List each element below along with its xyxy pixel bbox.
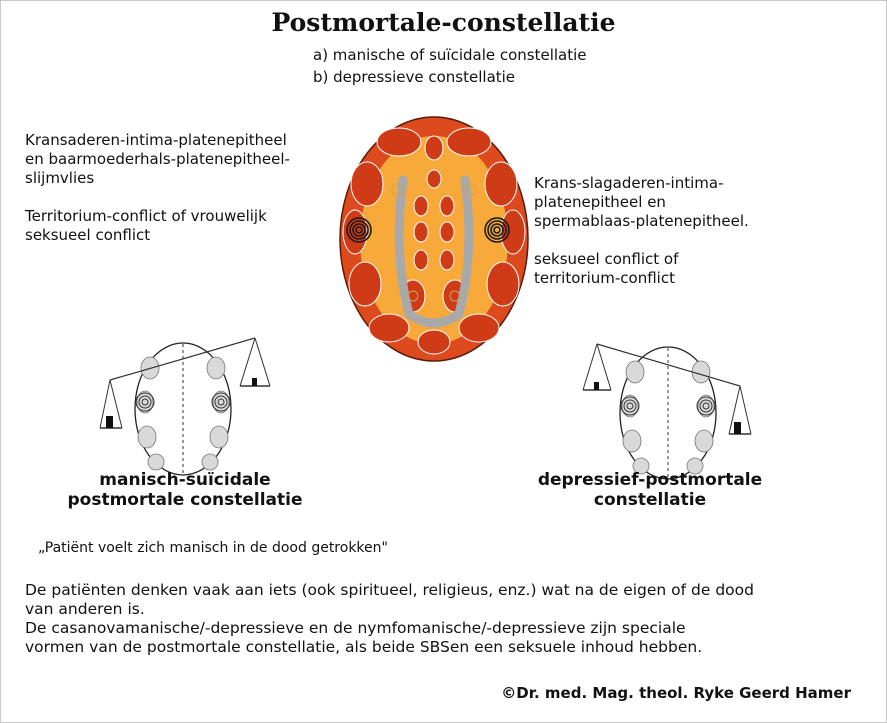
caption-manic: manisch-suïcidale postmortale constellat… xyxy=(55,470,315,510)
right-line-1: Krans-slagaderen-intima- xyxy=(534,174,749,193)
brain-inner-field xyxy=(360,136,508,344)
right-line-5: territorium-conflict xyxy=(534,269,749,288)
depressive-scale-illustration xyxy=(575,340,775,482)
weight-heavy-right xyxy=(734,422,741,434)
caption-manic-line-2: postmortale constellatie xyxy=(55,490,315,510)
caption-depressive: depressief-postmortale constellatie xyxy=(520,470,780,510)
left-line-2: en baarmoederhals-platenepitheel- xyxy=(25,150,290,169)
explanation-paragraph: De patiënten denken vaak aan iets (ook s… xyxy=(25,581,754,657)
left-line-5: seksueel conflict xyxy=(25,226,290,245)
paragraph-line-1: De patiënten denken vaak aan iets (ook s… xyxy=(25,581,754,600)
copyright-notice: ©Dr. med. Mag. theol. Ryke Geerd Hamer xyxy=(501,684,851,702)
paragraph-line-2: van anderen is. xyxy=(25,600,754,619)
subtitle-b: b) depressieve constellatie xyxy=(313,68,515,86)
patient-quote: „Patiënt voelt zich manisch in de dood g… xyxy=(38,539,388,558)
left-line-4: Territorium-conflict of vrouwelijk xyxy=(25,207,290,226)
right-line-4: seksueel conflict of xyxy=(534,250,749,269)
left-description: Kransaderen-intima-platenepitheel en baa… xyxy=(25,131,290,245)
paragraph-line-3: De casanovamanische/-depressieve en de n… xyxy=(25,619,754,638)
brain-cross-section-illustration xyxy=(337,114,531,364)
left-line-3: slijmvlies xyxy=(25,169,290,188)
caption-depressive-line-1: depressief-postmortale xyxy=(520,470,780,490)
manic-scale-illustration xyxy=(90,336,290,478)
weight-light-right xyxy=(594,382,599,390)
paragraph-line-4: vormen van de postmortale constellatie, … xyxy=(25,638,754,657)
right-line-3: spermablaas-platenepitheel. xyxy=(534,212,749,231)
page-title: Postmortale-constellatie xyxy=(0,8,887,37)
left-line-1: Kransaderen-intima-platenepitheel xyxy=(25,131,290,150)
right-description: Krans-slagaderen-intima- platenepitheel … xyxy=(534,174,749,288)
subtitle-a: a) manische of suïcidale constellatie xyxy=(313,46,587,64)
caption-manic-line-1: manisch-suïcidale xyxy=(55,470,315,490)
weight-heavy-left xyxy=(106,416,113,428)
right-line-2: platenepitheel en xyxy=(534,193,749,212)
caption-depressive-line-2: constellatie xyxy=(520,490,780,510)
weight-light-left xyxy=(252,378,257,386)
